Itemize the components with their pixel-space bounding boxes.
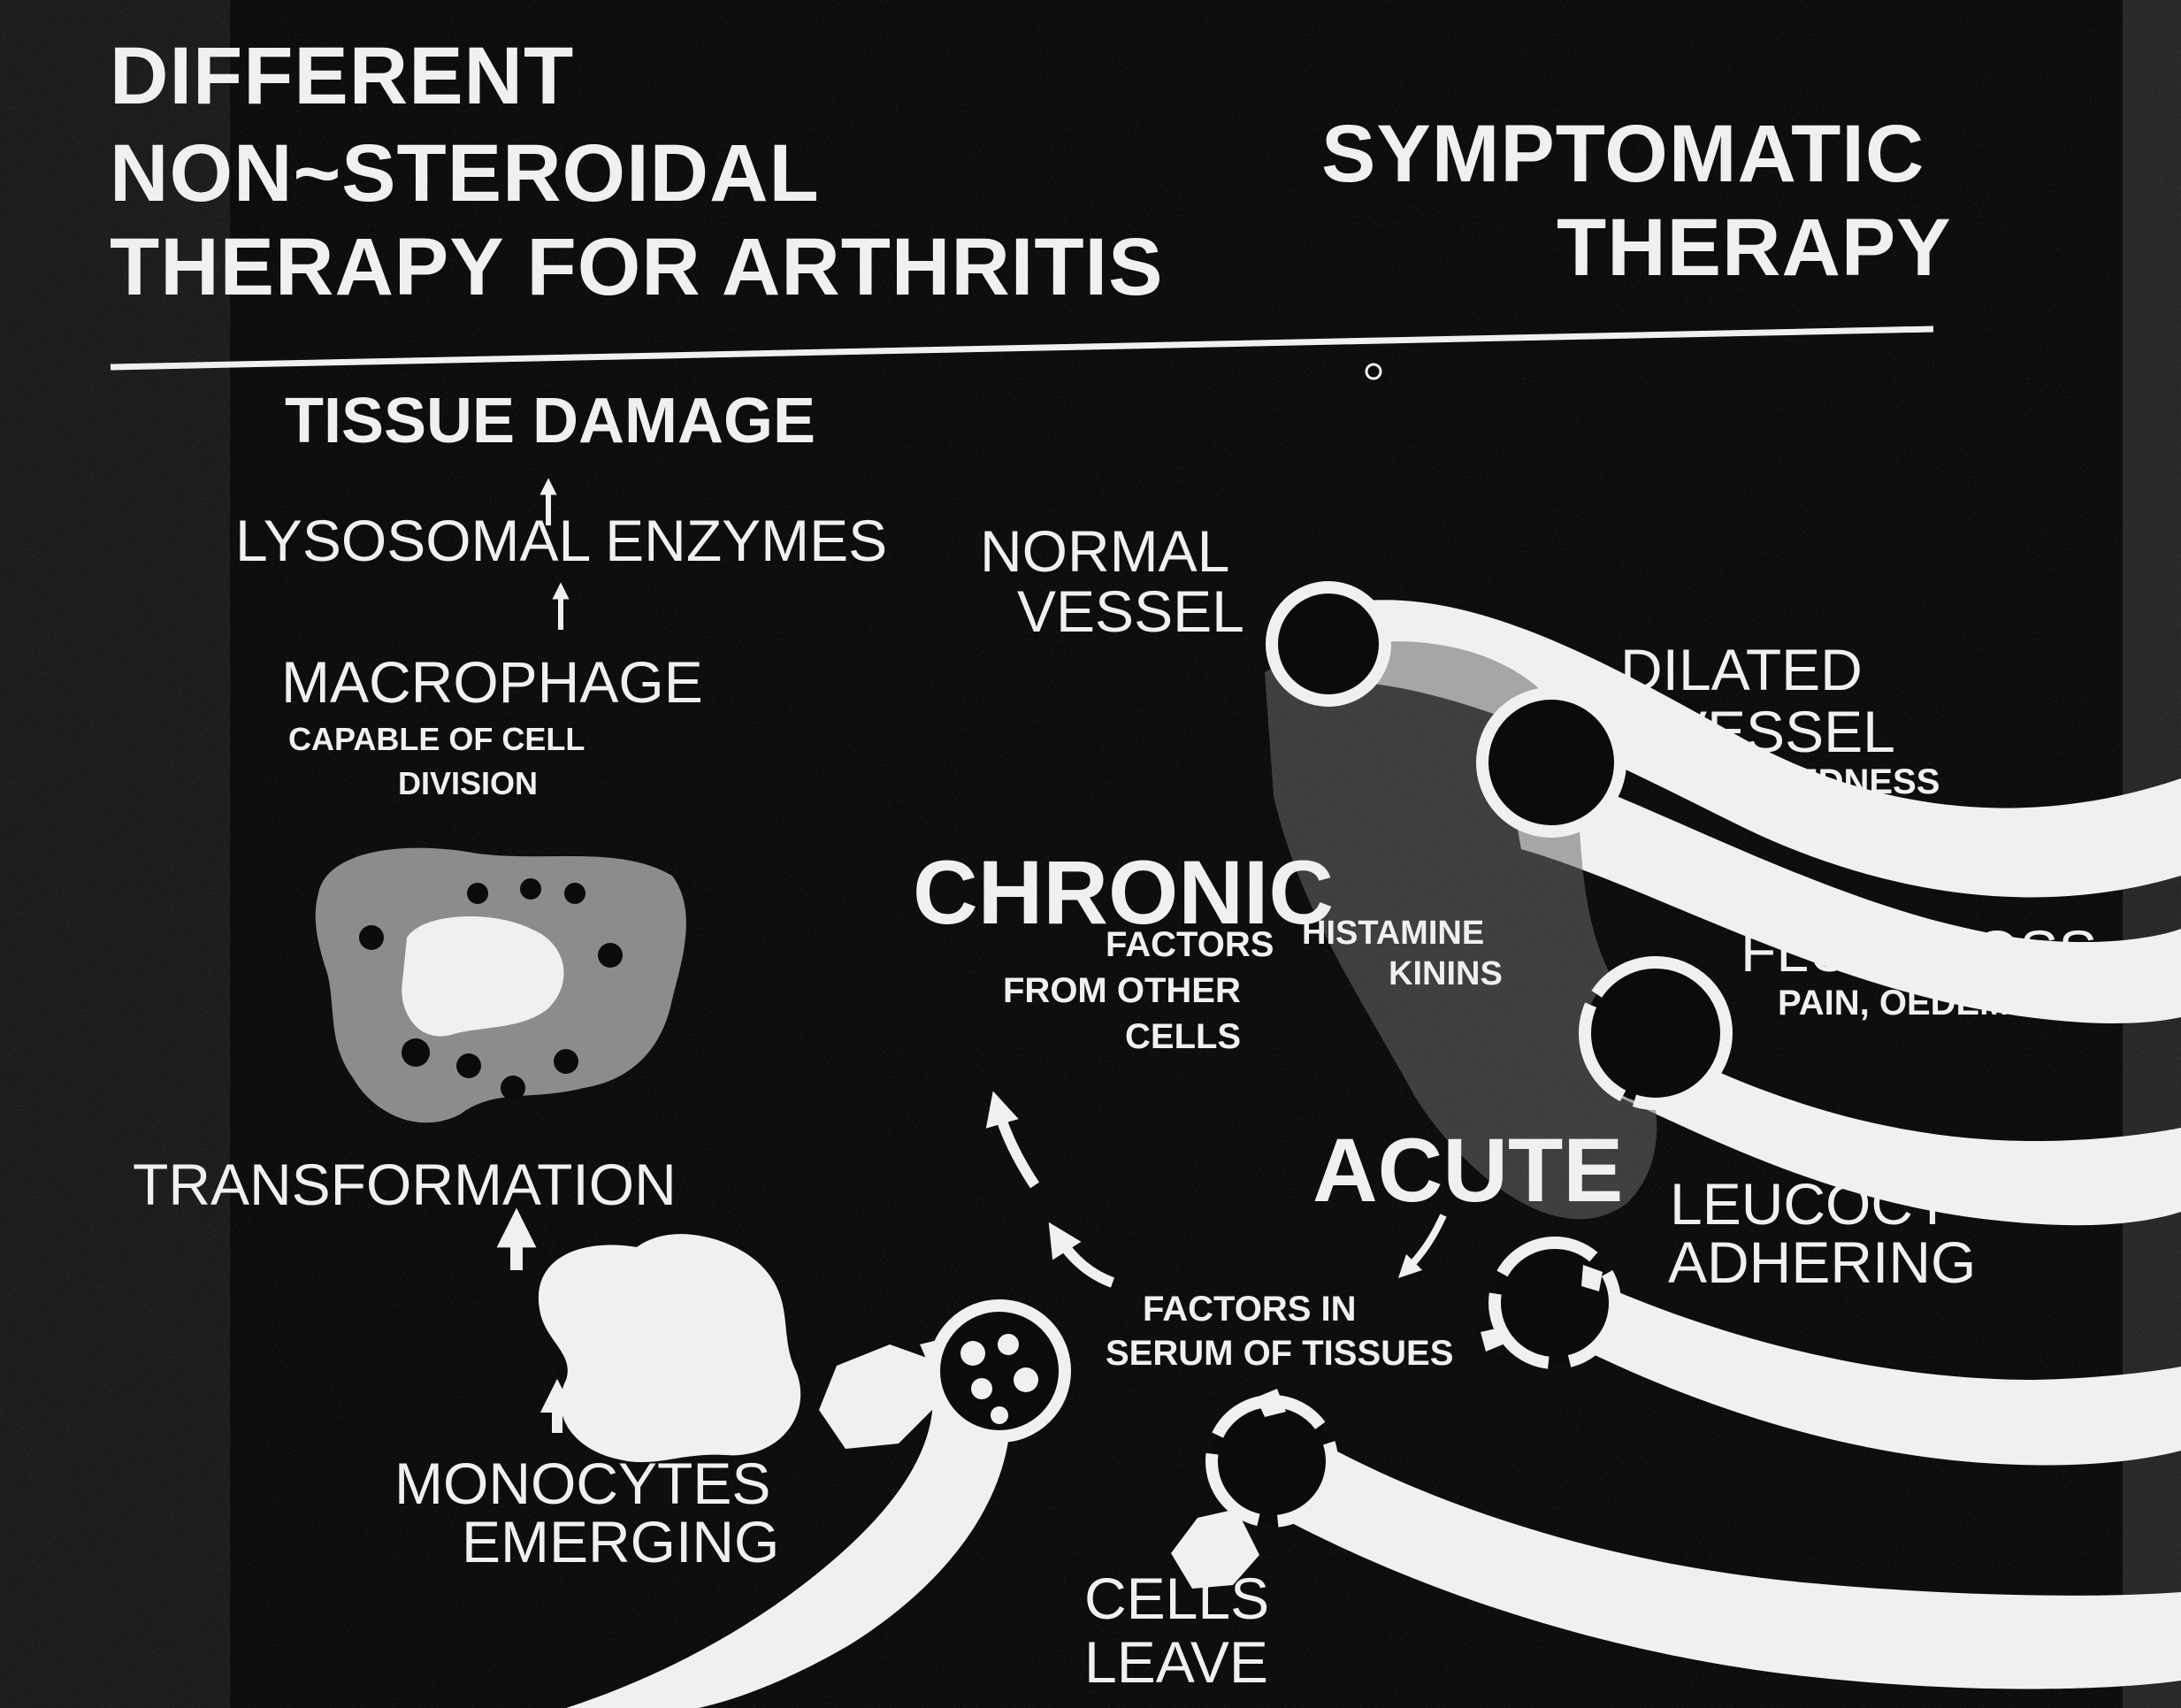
tissue-damage-label: TISSUE DAMAGE — [285, 389, 815, 453]
acute-label: ACUTE — [1312, 1125, 1623, 1215]
serum-factors-line1: FACTORS IN — [1143, 1291, 1357, 1327]
chronic-factors-line3: CELLS — [1125, 1019, 1241, 1054]
cells-leave-line2: LEAVE — [1084, 1633, 1268, 1691]
leucocytes-line1: LEUCOCY — [1670, 1175, 1952, 1233]
macrophage-label: MACROPHAGE — [281, 653, 703, 711]
chronic-factors-line1: FACTORS — [1106, 927, 1274, 962]
monocyte-blob — [539, 1234, 800, 1462]
chronic-label: CHRONIC — [913, 847, 1334, 938]
title-right-line2: THERAPY — [1557, 207, 1952, 288]
leucocytes-line2: ADHERING — [1668, 1233, 1976, 1291]
redness-label: REDNESS — [1769, 764, 1940, 800]
dilated-vessel-line2: VESSEL — [1668, 702, 1895, 761]
title-left-line1: DIFFERENT — [110, 35, 574, 117]
chronic-factors-line2: FROM OTHER — [1003, 973, 1241, 1008]
fluid-loss-label: FLUID. LOSS — [1741, 922, 2097, 980]
normal-vessel-ring — [1272, 587, 1385, 701]
dilated-vessel-line1: DILATED — [1620, 640, 1863, 699]
monocytes-line2: EMERGING — [462, 1513, 779, 1571]
kinins-label: KININS — [1389, 957, 1503, 991]
capable-line1: CAPABLE OF CELL — [288, 724, 585, 755]
title-left-line3: THERAPY FOR ARTHRITIS — [110, 226, 1163, 308]
pain-oedema-label: PAIN, OEDEMA — [1778, 985, 2034, 1021]
title-right-line1: SYMPTOMATIC — [1321, 113, 1925, 195]
cells-leave-line1: CELLS — [1084, 1569, 1269, 1628]
fluid-loss-vessel-ring — [1585, 962, 1726, 1104]
normal-vessel-line1: NORMAL — [980, 522, 1229, 580]
normal-vessel-line2: VESSEL — [1017, 582, 1244, 640]
dilated-vessel-ring — [1482, 693, 1620, 831]
monocytes-line1: MONOCYTES — [394, 1454, 770, 1513]
histamine-label: HISTAMINE — [1302, 916, 1484, 950]
serum-factors-line2: SERUM OF TISSUES — [1106, 1336, 1453, 1371]
lysosomal-enzymes-label: LYSOSOMAL ENZYMES — [235, 511, 887, 570]
title-left-line2: NON~STEROIDAL — [110, 133, 820, 214]
capable-line2: DIVISION — [398, 768, 538, 800]
transformation-label: TRANSFORMATION — [133, 1155, 677, 1214]
